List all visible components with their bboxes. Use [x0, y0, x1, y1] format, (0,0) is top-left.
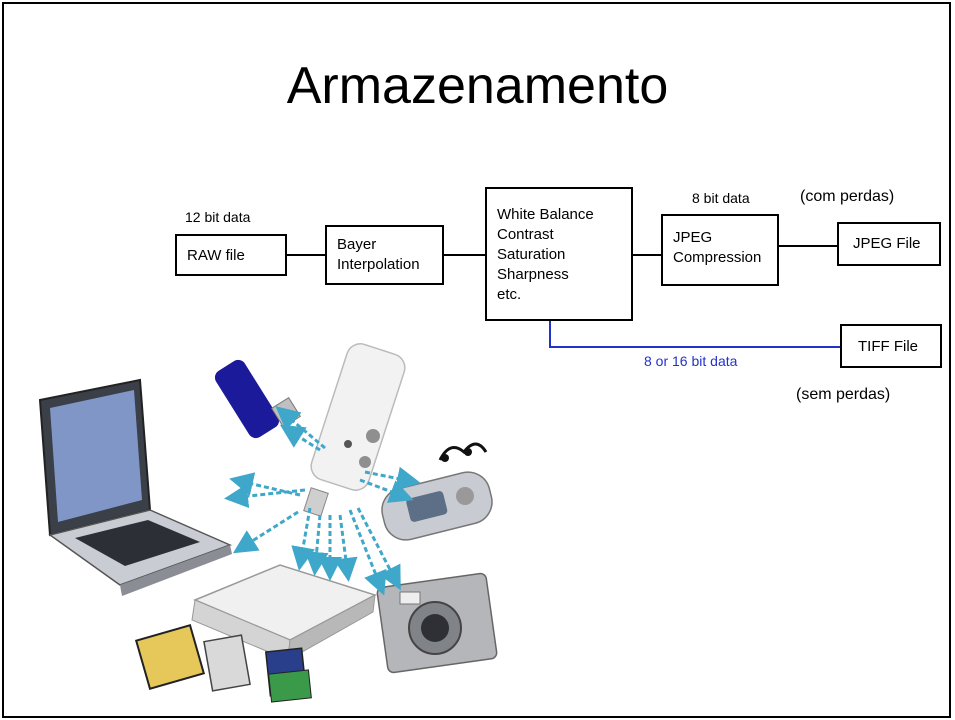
- usb-card-reader-icon: [303, 343, 406, 517]
- tiff-connector-vertical: [549, 320, 551, 348]
- jpeg-bits-label: 8 bit data: [692, 190, 750, 206]
- jpeg-compression-box: JPEG Compression: [661, 214, 779, 286]
- jpeg-compression-line-1: JPEG: [673, 229, 713, 246]
- raw-file-box: RAW file: [175, 234, 287, 276]
- bayer-line-1: Bayer: [337, 236, 377, 253]
- tiff-connector-horizontal: [549, 346, 841, 348]
- bayer-box: Bayer Interpolation: [325, 225, 444, 285]
- memory-card-reader-icon: [191, 564, 377, 661]
- connector-bayer-processing: [443, 254, 486, 256]
- processing-line-2: Contrast: [497, 226, 554, 243]
- tiff-file-box: TIFF File: [840, 324, 942, 368]
- jpeg-compression-line-2: Compression: [673, 249, 762, 266]
- mp3-player-icon: [381, 442, 493, 541]
- processing-box: White Balance Contrast Saturation Sharpn…: [485, 187, 633, 321]
- slide-title: Armazenamento: [286, 57, 669, 115]
- connector-processing-jpeg: [632, 254, 662, 256]
- storage-devices-illustration: [38, 343, 498, 703]
- memory-cards-icon: [134, 624, 312, 703]
- transfer-arrows: [224, 406, 421, 596]
- processing-line-1: White Balance: [497, 206, 594, 223]
- usb-flash-drive-icon: [214, 359, 302, 439]
- tiff-file-label: TIFF File: [858, 338, 918, 355]
- processing-line-5: etc.: [497, 286, 522, 303]
- connector-jpeg-file: [778, 245, 838, 247]
- processing-line-3: Saturation: [497, 246, 566, 263]
- processing-line-4: Sharpness: [497, 266, 569, 283]
- raw-bits-label: 12 bit data: [185, 209, 251, 225]
- bayer-line-2: Interpolation: [337, 256, 420, 273]
- tiff-bits-label: 8 or 16 bit data: [644, 353, 738, 369]
- connector-raw-bayer: [286, 254, 326, 256]
- jpeg-quality-label: (com perdas): [800, 188, 895, 205]
- jpeg-file-box: JPEG File: [837, 222, 941, 266]
- tiff-quality-label: (sem perdas): [796, 386, 891, 403]
- raw-file-label: RAW file: [187, 247, 245, 264]
- laptop-icon: [38, 378, 233, 596]
- digital-camera-icon: [376, 572, 498, 674]
- jpeg-file-label: JPEG File: [853, 235, 921, 252]
